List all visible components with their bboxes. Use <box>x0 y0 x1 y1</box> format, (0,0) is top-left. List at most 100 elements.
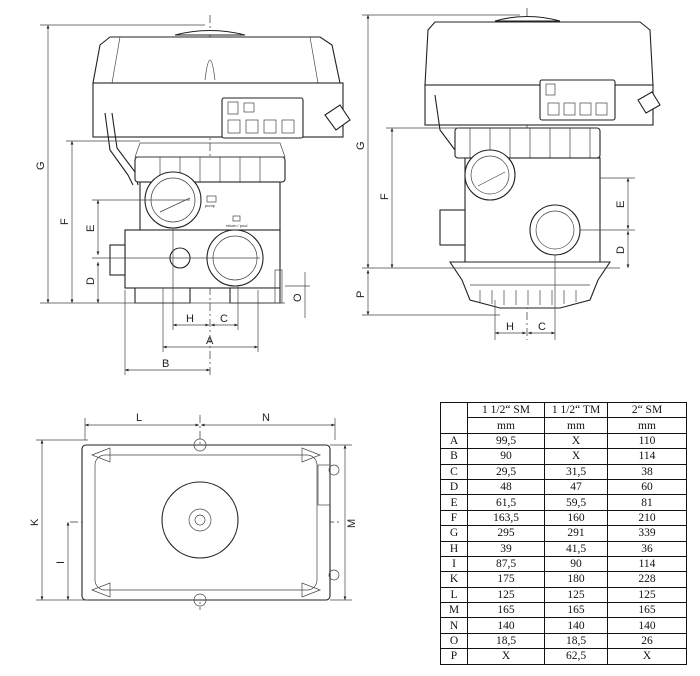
value-cell: 125 <box>467 586 545 604</box>
control-panel <box>221 97 304 139</box>
row-key-cell: I <box>440 555 468 573</box>
top-view: L N K I M <box>29 412 358 610</box>
dim-d-label: D <box>615 246 627 254</box>
dim-c-label: C <box>538 321 546 333</box>
value-cell: 29,5 <box>467 463 545 480</box>
value-cell: 81 <box>607 494 687 511</box>
dim-c-label: C <box>220 313 228 325</box>
value-cell: 87,5 <box>467 555 545 573</box>
value-cell: 165 <box>607 602 687 619</box>
table-header-row: 1 1/2“ SM 1 1/2“ TM 2“ SM <box>440 401 687 434</box>
value-cell: 160 <box>544 509 608 527</box>
row-key-cell: H <box>440 540 468 557</box>
value-cell: 165 <box>467 602 545 619</box>
value-cell: 41,5 <box>544 540 608 557</box>
value-cell: 61,5 <box>467 494 545 511</box>
front-view: pump return / pool G F E D O H C A <box>35 15 351 375</box>
dim-m-label: M <box>346 519 358 528</box>
dim-f-label: F <box>379 193 391 200</box>
header-unit: mm <box>544 417 608 434</box>
header-size: 1 1/2“ TM <box>544 401 608 419</box>
row-key-cell: F <box>440 509 468 527</box>
header-unit: mm <box>467 417 545 434</box>
pump-label: pump <box>205 203 216 208</box>
value-cell: 140 <box>467 617 545 634</box>
value-cell: 18,5 <box>544 632 608 650</box>
value-cell: 114 <box>607 448 687 465</box>
dim-g-label: G <box>35 161 47 170</box>
dim-f-label: F <box>59 218 71 225</box>
value-cell: 99,5 <box>467 432 545 450</box>
upper-port <box>464 149 516 201</box>
value-cell: 295 <box>467 525 545 542</box>
value-cell: 39 <box>467 540 545 557</box>
actuator-lid <box>424 21 654 86</box>
table-unit-row: mm mm mm <box>441 417 687 434</box>
value-cell: 26 <box>607 632 687 650</box>
dim-l-label: L <box>136 412 142 424</box>
value-cell: 31,5 <box>544 463 608 480</box>
value-cell: 110 <box>607 432 687 450</box>
value-cell: X <box>544 448 608 465</box>
dim-n-label: N <box>262 412 270 424</box>
cable-gland <box>324 104 351 131</box>
value-cell: 163,5 <box>467 509 545 527</box>
row-key-cell: A <box>440 432 468 450</box>
actuator-lid <box>92 36 341 84</box>
header-unit: mm <box>607 417 687 434</box>
row-key-cell: K <box>440 571 468 588</box>
row-key-cell: L <box>440 586 468 604</box>
side-view: G F E D P H C <box>355 8 661 340</box>
value-cell: 125 <box>607 586 687 604</box>
value-cell: X <box>607 648 687 665</box>
dim-o-label: O <box>292 293 304 302</box>
value-cell: 165 <box>544 602 608 619</box>
dim-h-label: H <box>186 313 194 325</box>
row-key-cell: D <box>440 478 468 496</box>
row-key-cell: O <box>440 632 468 650</box>
value-cell: 18,5 <box>467 632 545 650</box>
value-cell: 90 <box>544 555 608 573</box>
dim-d-label: D <box>85 277 97 285</box>
value-cell: 175 <box>467 571 545 588</box>
value-cell: X <box>467 648 545 665</box>
value-cell: 59,5 <box>544 494 608 511</box>
value-cell: 291 <box>544 525 608 542</box>
value-cell: 228 <box>607 571 687 588</box>
row-key-cell: P <box>440 648 468 665</box>
dim-g-label: G <box>355 141 367 150</box>
value-cell: 125 <box>544 586 608 604</box>
dim-b-label: B <box>162 358 169 370</box>
row-key-cell: E <box>440 494 468 511</box>
row-key-cell: M <box>440 602 468 619</box>
control-panel <box>539 79 616 121</box>
value-cell: 36 <box>607 540 687 557</box>
dim-a-label: A <box>206 335 214 347</box>
value-cell: 114 <box>607 555 687 573</box>
value-cell: 62,5 <box>544 648 608 665</box>
side-port <box>529 204 581 256</box>
header-size: 2“ SM <box>607 401 687 419</box>
row-key-cell: G <box>440 525 468 542</box>
value-cell: 60 <box>607 478 687 496</box>
value-cell: 90 <box>467 448 545 465</box>
return-pool-label: return / pool <box>226 223 247 228</box>
dim-e-label: E <box>615 201 627 208</box>
value-cell: 180 <box>544 571 608 588</box>
dim-h-label: H <box>506 321 514 333</box>
value-cell: X <box>544 432 608 450</box>
